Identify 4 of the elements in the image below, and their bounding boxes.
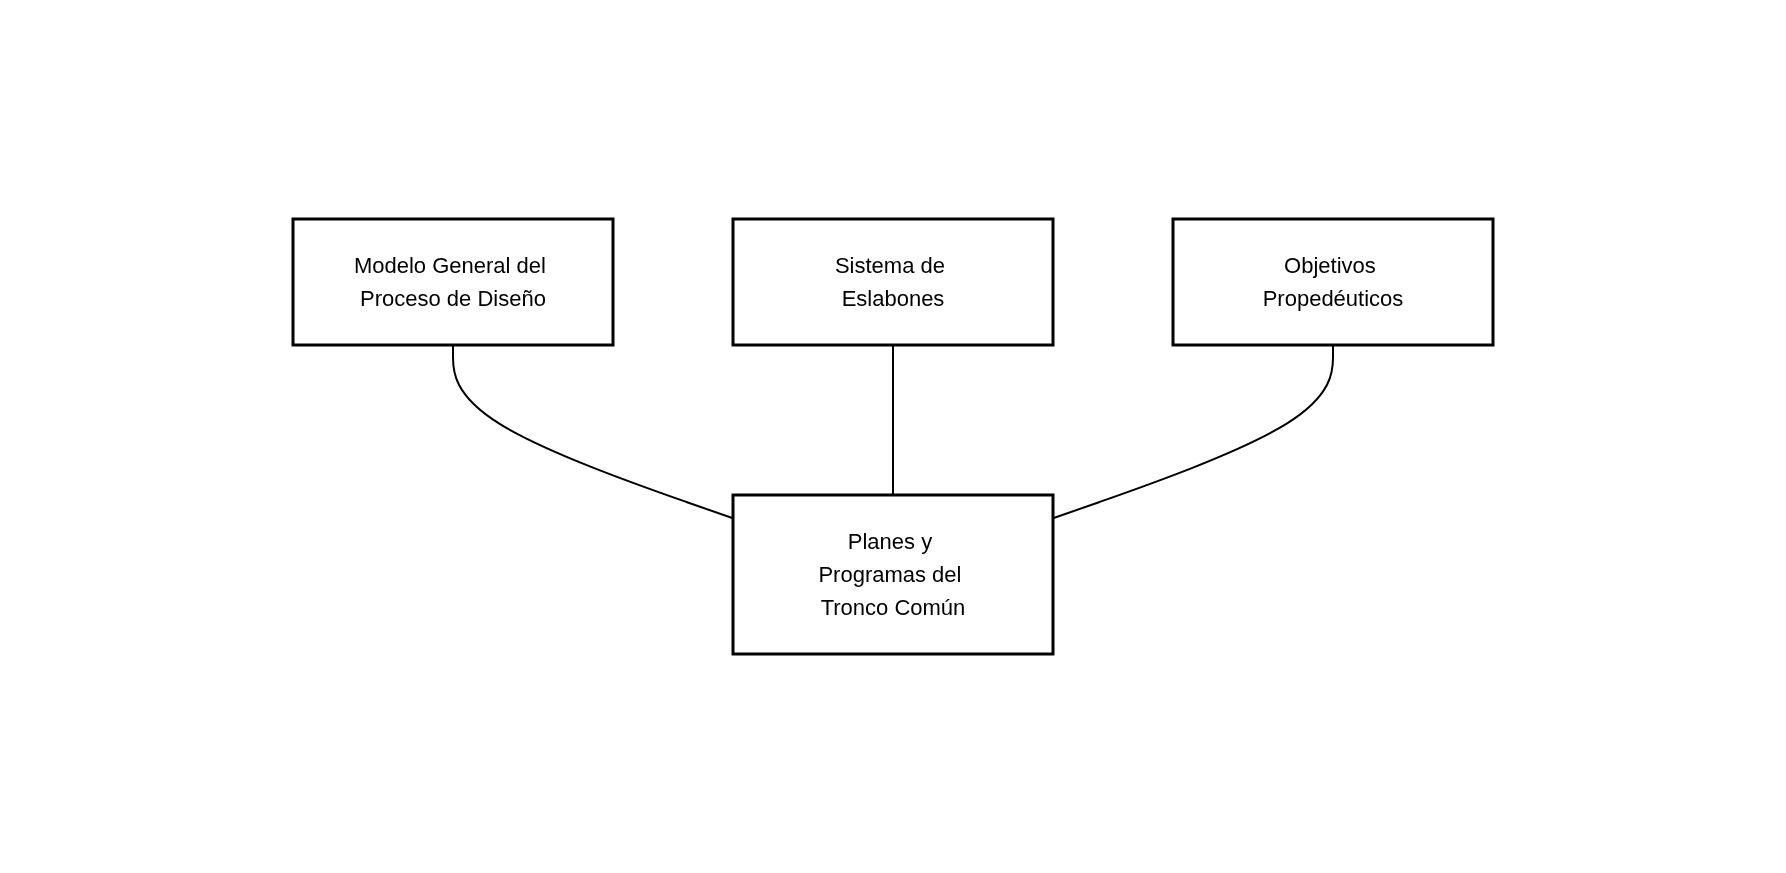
node-box: Sistema de Eslabones [731,217,1055,347]
node-box: Objetivos Propedéuticos [1171,217,1495,347]
node-box: Modelo General del Proceso de Diseño [291,217,615,347]
node-box: Planes y Programas del Tronco Común [731,493,1055,656]
